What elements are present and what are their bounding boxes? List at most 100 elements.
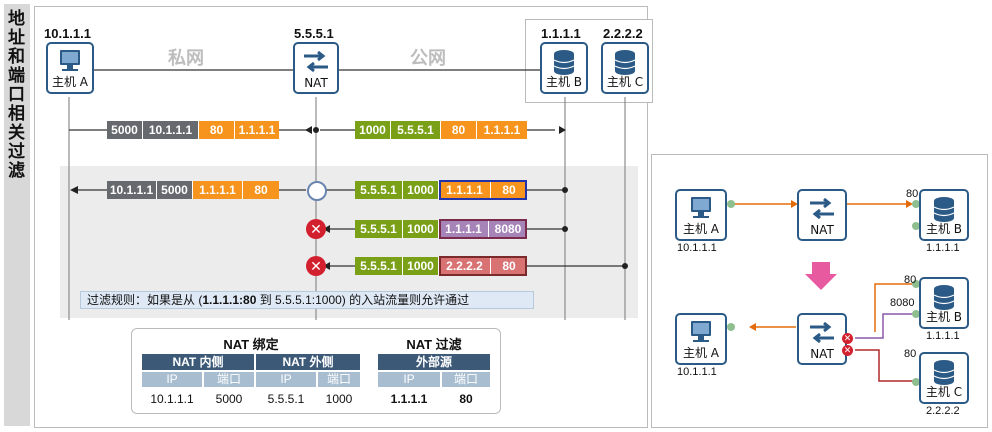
pkt-field: 1.1.1.1 bbox=[439, 181, 491, 199]
filter-title: NAT 过滤 bbox=[406, 337, 462, 352]
zone-public: 公网 bbox=[410, 48, 446, 69]
binding-title: NAT 绑定 bbox=[223, 337, 279, 352]
r-host-c-bot[interactable]: 主机 C bbox=[919, 352, 969, 404]
deny-icon: ✕ bbox=[842, 333, 853, 344]
host-a-node[interactable]: 主机 A bbox=[46, 42, 94, 94]
rule-text: 过滤规则：如果是从 ( bbox=[87, 293, 203, 307]
outside-header: NAT 外侧 bbox=[256, 354, 360, 370]
deny-icon: ✕ bbox=[306, 219, 326, 239]
packet-out-private: 5000 10.1.1.1 80 1.1.1.1 bbox=[107, 121, 279, 139]
monitor-icon bbox=[691, 197, 711, 218]
filter-rule: 过滤规则：如果是从 (1.1.1.1:80 到 5.5.5.1:1000) 的入… bbox=[80, 291, 534, 309]
r-host-c-bot-ip: 2.2.2.2 bbox=[926, 405, 960, 417]
pkt-field: 1000 bbox=[403, 181, 439, 199]
pkt-field: 80 bbox=[491, 181, 527, 199]
pkt-field: 5000 bbox=[107, 121, 143, 139]
r-host-c-bot-port: 80 bbox=[904, 348, 917, 360]
pkt-field: 5.5.5.1 bbox=[355, 257, 403, 275]
port-dot bbox=[912, 280, 920, 288]
col-port: 端口 bbox=[204, 372, 254, 387]
pkt-field: 2.2.2.2 bbox=[439, 257, 491, 275]
database-icon bbox=[933, 197, 955, 222]
deny-icon: ✕ bbox=[842, 345, 853, 356]
r-host-b-bot-label: 主机 B bbox=[925, 310, 963, 324]
r-host-b-bot[interactable]: 主机 B bbox=[919, 277, 969, 329]
switch-arrows-icon bbox=[304, 50, 328, 73]
packet-out-public: 1000 5.5.5.1 80 1.1.1.1 bbox=[355, 121, 527, 139]
pkt-field: 1.1.1.1 bbox=[477, 121, 527, 139]
r-host-b-top-label: 主机 B bbox=[925, 222, 963, 236]
r-host-a-top-ip: 10.1.1.1 bbox=[677, 242, 717, 254]
monitor-icon bbox=[60, 50, 80, 71]
packet-in-private: 10.1.1.1 5000 1.1.1.1 80 bbox=[107, 181, 279, 199]
pkt-field: 5.5.5.1 bbox=[355, 181, 403, 199]
packet-in-allowed: 5.5.5.1 1000 1.1.1.1 80 bbox=[355, 180, 527, 200]
pkt-field: 10.1.1.1 bbox=[143, 121, 199, 139]
pkt-field: 8080 bbox=[489, 220, 527, 238]
ext-src-header: 外部源 bbox=[378, 354, 490, 370]
col-ip: IP bbox=[256, 372, 316, 387]
switch-arrows-icon bbox=[810, 197, 834, 220]
r-host-b-top-ip: 1.1.1.1 bbox=[926, 242, 960, 254]
rule-tail: 到 5.5.5.1:1000) 的入站流量则允许通过 bbox=[256, 293, 470, 307]
pkt-field: 80 bbox=[199, 121, 235, 139]
pkt-field: 80 bbox=[491, 257, 527, 275]
port-dot bbox=[912, 200, 920, 208]
cell-in-port: 5000 bbox=[215, 392, 243, 406]
deny-icon: ✕ bbox=[306, 256, 326, 276]
r-host-a-bot-label: 主机 A bbox=[682, 346, 720, 360]
host-c-node[interactable]: 主机 C bbox=[601, 42, 649, 94]
r-nat-top[interactable]: NAT bbox=[797, 189, 847, 241]
nat-ip: 5.5.5.1 bbox=[294, 26, 334, 41]
pkt-field: 5000 bbox=[157, 181, 193, 199]
pkt-field: 80 bbox=[243, 181, 279, 199]
switch-arrows-icon bbox=[810, 321, 834, 344]
host-b-label: 主机 B bbox=[545, 75, 583, 89]
r-nat-bot[interactable]: NAT bbox=[797, 313, 847, 365]
side-bar: 地址和端口相关过滤 bbox=[4, 4, 30, 426]
database-icon bbox=[553, 50, 575, 75]
host-b-node[interactable]: 主机 B bbox=[540, 42, 588, 94]
zone-private: 私网 bbox=[168, 48, 204, 69]
port-dot bbox=[912, 222, 920, 230]
database-icon bbox=[614, 50, 636, 75]
cell-src-ip: 1.1.1.1 bbox=[390, 392, 428, 406]
mismatch-highlight bbox=[439, 219, 527, 239]
r-host-a-bot-ip: 10.1.1.1 bbox=[677, 366, 717, 378]
pkt-field: 80 bbox=[441, 121, 477, 139]
r-host-a-top[interactable]: 主机 A bbox=[675, 189, 727, 241]
r-host-c-bot-label: 主机 C bbox=[925, 385, 963, 399]
col-ip: IP bbox=[378, 372, 440, 387]
host-a-ip: 10.1.1.1 bbox=[44, 26, 91, 41]
r-nat-bot-label: NAT bbox=[810, 347, 834, 361]
col-ip: IP bbox=[142, 372, 202, 387]
cell-out-port: 1000 bbox=[325, 392, 353, 406]
pkt-field: 1.1.1.1 bbox=[235, 121, 279, 139]
port-dot bbox=[727, 323, 735, 331]
r-host-b-bot-port2: 8080 bbox=[890, 297, 915, 309]
cell-out-ip: 5.5.5.1 bbox=[267, 392, 305, 406]
nat-node[interactable]: NAT bbox=[293, 42, 339, 94]
port-dot bbox=[912, 310, 920, 318]
col-port: 端口 bbox=[318, 372, 360, 387]
host-c-ip: 2.2.2.2 bbox=[603, 26, 643, 41]
r-host-b-bot-port1: 80 bbox=[904, 274, 917, 286]
r-host-a-bot[interactable]: 主机 A bbox=[675, 313, 727, 365]
r-host-b-top[interactable]: 主机 B bbox=[919, 189, 969, 241]
host-c-label: 主机 C bbox=[606, 75, 644, 89]
cell-src-port: 80 bbox=[459, 392, 473, 406]
pkt-field: 1000 bbox=[355, 121, 391, 139]
database-icon bbox=[933, 285, 955, 310]
database-icon bbox=[933, 360, 955, 385]
r-nat-top-label: NAT bbox=[810, 223, 834, 237]
r-host-a-top-label: 主机 A bbox=[682, 222, 720, 236]
nat-table bbox=[131, 328, 501, 414]
r-host-b-top-port: 80 bbox=[906, 188, 919, 200]
mismatch-highlight bbox=[439, 256, 527, 276]
pkt-field: 5.5.5.1 bbox=[391, 121, 441, 139]
packet-in-denied-host: 5.5.5.1 1000 2.2.2.2 80 bbox=[355, 256, 527, 276]
pkt-field: 5.5.5.1 bbox=[355, 220, 403, 238]
nat-label: NAT bbox=[304, 76, 328, 90]
packet-in-denied-port: 5.5.5.1 1000 1.1.1.1 8080 bbox=[355, 219, 527, 239]
pkt-field: 1.1.1.1 bbox=[439, 220, 489, 238]
